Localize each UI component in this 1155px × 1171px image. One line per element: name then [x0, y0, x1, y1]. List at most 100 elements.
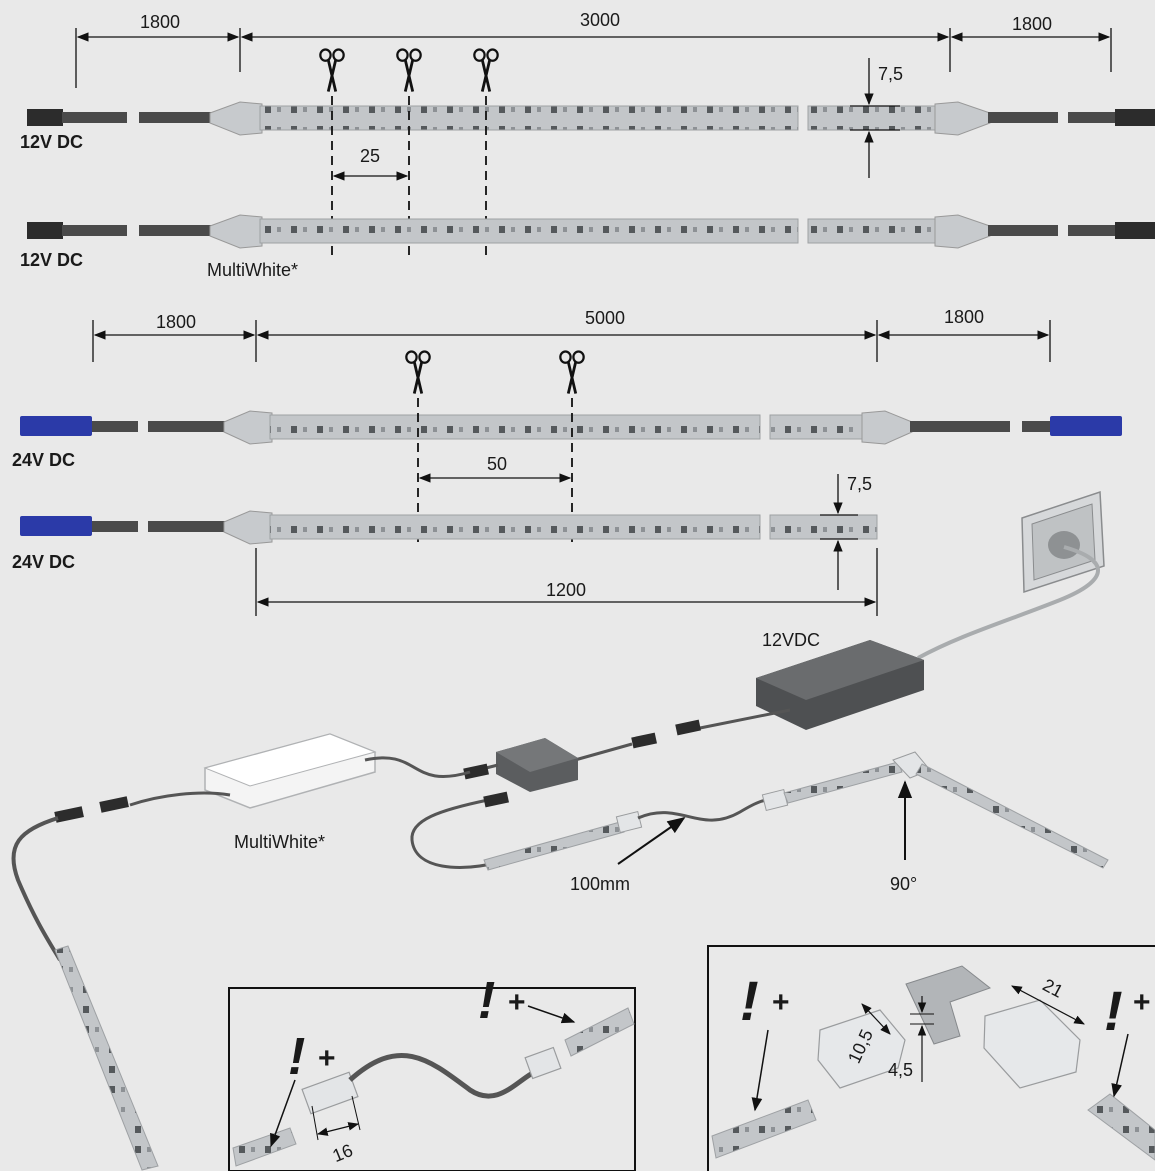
dimension-label: 1800 [944, 307, 984, 327]
plug-connector [675, 719, 701, 736]
cable [139, 112, 219, 123]
distributor-box [496, 738, 578, 792]
cable [364, 756, 471, 778]
wall-socket [1021, 490, 1105, 594]
scissors-icon [404, 350, 432, 395]
pointer-arrow [527, 1005, 576, 1024]
output-cable [699, 708, 791, 730]
clip-connector [983, 999, 1081, 1089]
warning-exclamation-icon: ! [740, 969, 759, 1032]
plug-connector-blue [1050, 416, 1122, 436]
end-cap [223, 510, 273, 545]
scissors-icon [558, 350, 586, 395]
cable [148, 421, 233, 432]
led-strip [269, 514, 761, 540]
plus-sign: + [508, 986, 526, 1019]
cable [574, 742, 633, 762]
system-illustration: 12VDC MultiWhite* [11, 490, 1109, 1171]
voltage-label: 12V DC [20, 250, 83, 270]
pointer-arrow [270, 1079, 296, 1148]
cable [910, 421, 1010, 432]
cable-length-label: 100mm [570, 874, 630, 894]
cut-interval-label: 25 [360, 146, 380, 166]
angle-label: 90° [890, 874, 917, 894]
warning-exclamation-icon: ! [288, 1028, 305, 1086]
detail-box-straight-connector: ! + ! + 16 [228, 972, 636, 1171]
led-strip-segment [711, 1099, 817, 1159]
multiwhite-driver [203, 733, 377, 809]
led-strip-segment [1087, 1093, 1155, 1161]
led-strip [769, 414, 871, 440]
cable [11, 816, 62, 962]
mains-cable [917, 545, 1100, 660]
dimension-label: 1800 [1012, 14, 1052, 34]
plug-connector-blue [20, 516, 92, 536]
cable [139, 225, 219, 236]
power-supply-label: 12VDC [762, 630, 820, 650]
pointer-arrow [617, 816, 686, 865]
cable [62, 225, 127, 236]
plug-connector [463, 763, 489, 780]
led-strip-segment [483, 821, 625, 871]
multiwhite-driver-label: MultiWhite* [234, 832, 325, 852]
clip-connector [524, 1046, 562, 1080]
height-label: 7,5 [847, 474, 872, 494]
led-strip-segment [915, 763, 1109, 869]
led-strip-24v-b [20, 510, 878, 545]
scissors-icon [318, 48, 346, 93]
warning-exclamation-icon: ! [1104, 979, 1123, 1042]
end-cap [209, 214, 263, 249]
led-strip [769, 514, 878, 540]
plus-sign: + [318, 1042, 336, 1075]
dimension-label: 5000 [585, 308, 625, 328]
led-strip [259, 105, 799, 131]
led-strip [807, 105, 944, 131]
section-24v-5000: 1800 5000 1800 24V DC 50 [12, 307, 1122, 616]
dimension-label: 1800 [140, 12, 180, 32]
detail-box-corner-connector: ! + ! + 10,5 4,5 21 [707, 945, 1155, 1171]
plus-sign: + [1133, 986, 1151, 1019]
led-strip-12v-a [27, 101, 1155, 136]
plug-connector [27, 109, 63, 126]
end-cap [934, 101, 991, 136]
pointer-arrow [751, 1029, 769, 1112]
voltage-label: 24V DC [12, 552, 75, 572]
cable [129, 791, 231, 807]
led-strip-segment [783, 761, 903, 804]
detail-frame [707, 945, 1155, 1171]
plug-connector [1115, 109, 1155, 126]
width-label: 21 [1039, 975, 1066, 1002]
end-cap [934, 214, 991, 249]
scissors-icon [472, 48, 500, 93]
cable [1068, 112, 1118, 123]
section-12v-3000: 1800 3000 1800 12V DC 7,5 [20, 10, 1155, 280]
voltage-label: 12V DC [20, 132, 83, 152]
led-strip [269, 414, 761, 440]
multiwhite-label: MultiWhite* [207, 260, 298, 280]
dimension-label: 1200 [546, 580, 586, 600]
led-strip-segment [232, 1127, 297, 1167]
clip-connector [615, 810, 643, 834]
plug-connector [1115, 222, 1155, 239]
voltage-label: 24V DC [12, 450, 75, 470]
led-strip-segment [564, 1007, 635, 1057]
pointer-arrow [1111, 1033, 1129, 1098]
width-label: 16 [330, 1140, 356, 1166]
led-strip-24v-a [20, 410, 1122, 445]
cable [148, 521, 233, 532]
plus-sign: + [772, 986, 790, 1019]
connection-cable [637, 798, 771, 822]
detail-frame [228, 987, 636, 1171]
cable [1068, 225, 1118, 236]
plug-connector-blue [20, 416, 92, 436]
led-strip-12v-multiwhite [27, 214, 1155, 249]
plug-connector [483, 791, 509, 808]
plug-connector [54, 806, 84, 823]
cut-interval-label: 50 [487, 454, 507, 474]
end-cap [861, 410, 913, 445]
cable [988, 225, 1058, 236]
corner-connector [905, 965, 992, 1045]
end-cap [209, 101, 263, 136]
cable [988, 112, 1058, 123]
